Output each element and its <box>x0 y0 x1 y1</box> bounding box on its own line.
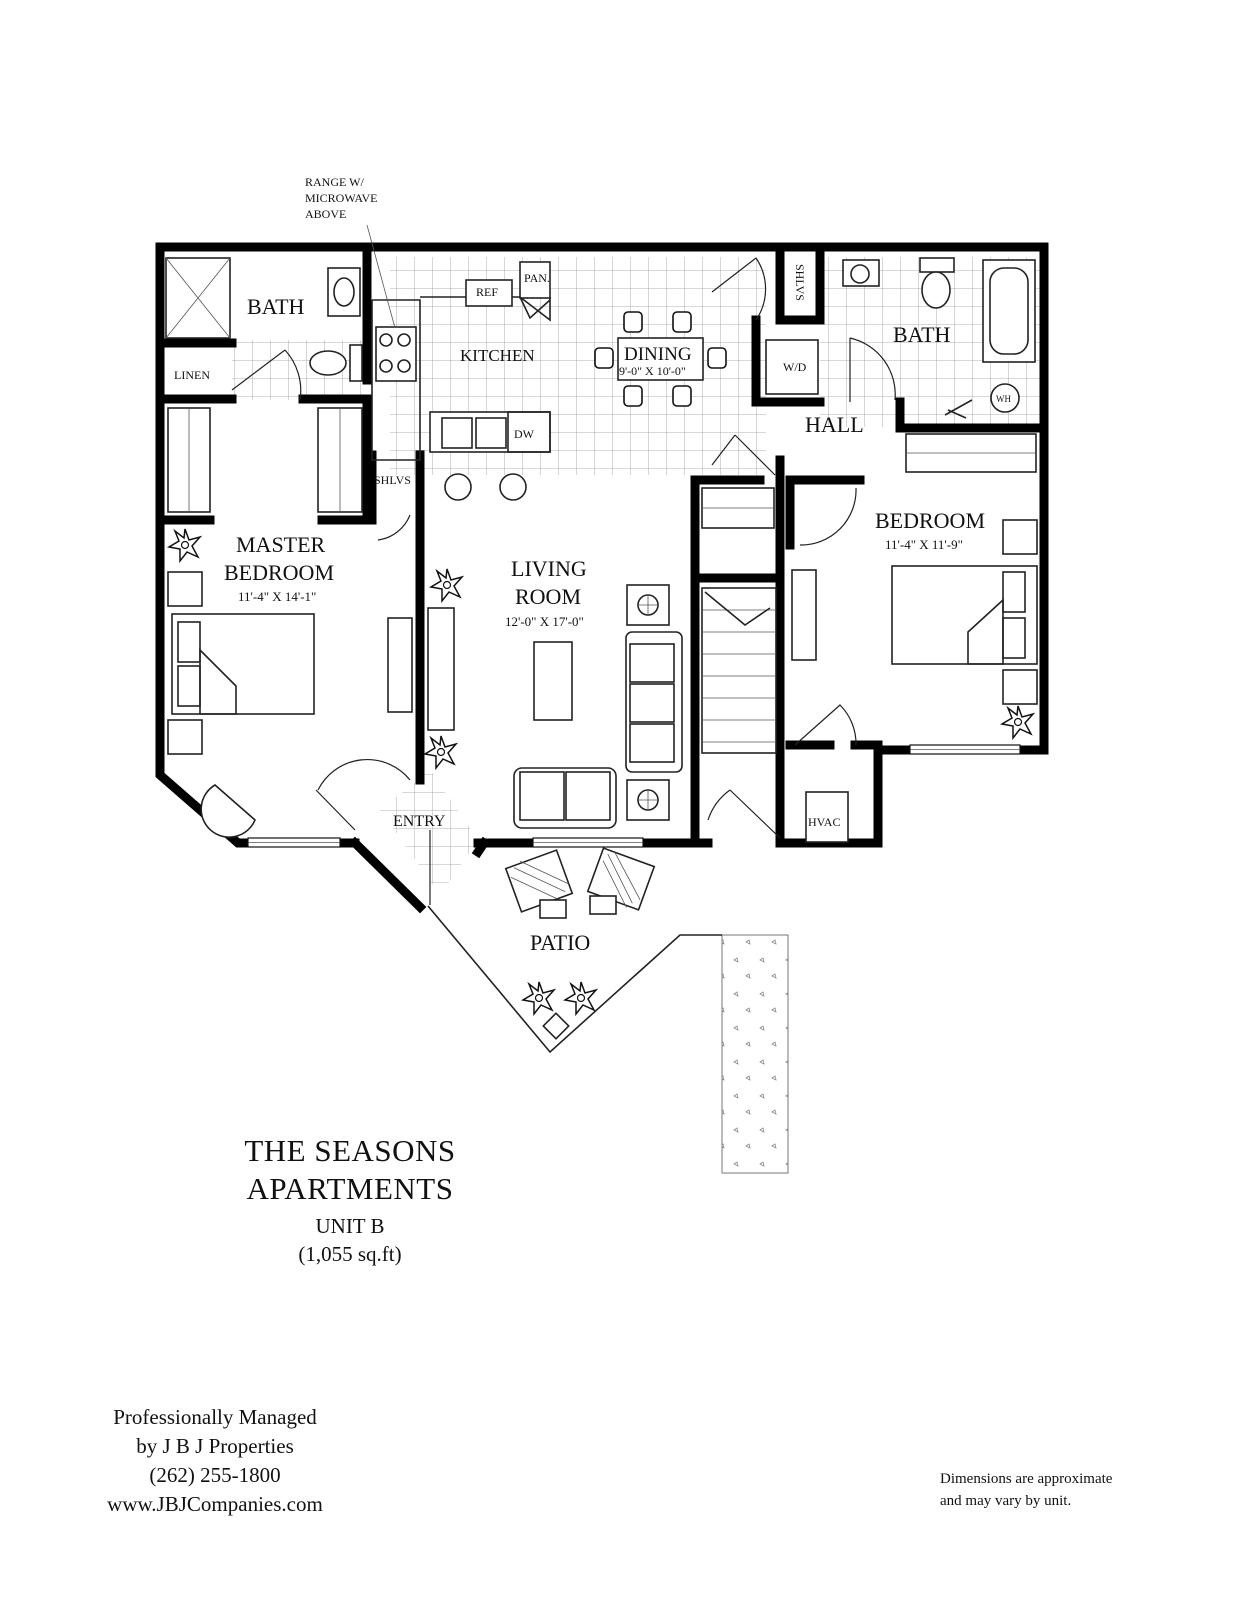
disclaimer-line1: Dimensions are approximate <box>940 1471 1113 1487</box>
management-info: Professionally Managed by J B J Properti… <box>60 1403 370 1519</box>
disclaimer-line2: and may vary by unit. <box>940 1493 1072 1509</box>
bedroom-label: BEDROOM <box>875 508 985 533</box>
master-bath-fixtures <box>165 257 363 382</box>
dimensions-disclaimer: Dimensions are approximate and may vary … <box>940 1468 1180 1512</box>
range-note-line3: ABOVE <box>305 207 346 221</box>
walls <box>155 242 1049 914</box>
patio-label: PATIO <box>530 930 590 955</box>
living-room-label-line2: ROOM <box>515 584 581 609</box>
management-phone: (262) 255-1800 <box>149 1463 281 1487</box>
living-room-label-line1: LIVING <box>511 556 587 581</box>
dishwasher-label: DW <box>514 427 535 441</box>
linen-label: LINEN <box>174 368 210 382</box>
master-bedroom-label-line2: BEDROOM <box>224 560 334 585</box>
washer-dryer-label: W/D <box>783 360 807 374</box>
patio-furniture <box>504 847 656 1040</box>
title-line2: APARTMENTS <box>246 1171 454 1206</box>
entry-label: ENTRY <box>393 813 446 830</box>
hall-label: HALL <box>805 412 864 437</box>
dining-dimensions: 9'-0" X 10'-0" <box>619 364 686 378</box>
title-line1: THE SEASONS <box>244 1133 456 1168</box>
stairs <box>701 587 777 754</box>
kitchen-fixtures <box>366 224 551 501</box>
room-labels: RANGE W/ MICROWAVE ABOVE BATH LINEN REF … <box>174 175 1011 955</box>
windows <box>247 744 1021 848</box>
patio-outline <box>427 905 722 1054</box>
pantry-label: PAN. <box>524 271 550 285</box>
hvac-unit <box>805 791 849 843</box>
unit-area: (1,055 sq.ft) <box>298 1242 402 1266</box>
living-room-dimensions: 12'-0" X 17'-0" <box>505 614 584 629</box>
management-website: www.JBJCompanies.com <box>107 1492 323 1516</box>
property-title: THE SEASONS APARTMENTS <box>200 1132 500 1208</box>
unit-name: UNIT B <box>315 1214 385 1238</box>
range-note-line2: MICROWAVE <box>305 191 377 205</box>
second-bath-fixtures <box>765 257 1036 419</box>
dining-label: DINING <box>624 344 692 365</box>
living-room-furniture <box>424 568 683 829</box>
management-line1: Professionally Managed <box>113 1405 317 1429</box>
unit-info: UNIT B (1,055 sq.ft) <box>200 1212 500 1268</box>
management-line2: by J B J Properties <box>136 1434 294 1458</box>
closets <box>167 407 1037 529</box>
master-bath-label: BATH <box>247 294 305 319</box>
ref-label: REF <box>476 285 498 299</box>
master-bedroom-furniture <box>167 528 413 838</box>
dining-set <box>594 311 727 407</box>
shelves-mid-label: SHLVS <box>374 473 411 487</box>
sidewalk <box>721 934 789 1174</box>
bedroom-dimensions: 11'-4" X 11'-9" <box>885 537 963 552</box>
doors <box>231 257 896 905</box>
master-bedroom-label-line1: MASTER <box>236 532 326 557</box>
master-bedroom-dimensions: 11'-4" X 14'-1" <box>238 589 316 604</box>
shelves-top-label: SHLVS <box>793 264 807 301</box>
hvac-label: HVAC <box>808 815 840 829</box>
water-heater-label: WH <box>996 394 1011 404</box>
kitchen-label: KITCHEN <box>460 346 535 365</box>
bedroom-furniture <box>791 519 1038 739</box>
range-note-line1: RANGE W/ <box>305 175 364 189</box>
second-bath-label: BATH <box>893 322 951 347</box>
